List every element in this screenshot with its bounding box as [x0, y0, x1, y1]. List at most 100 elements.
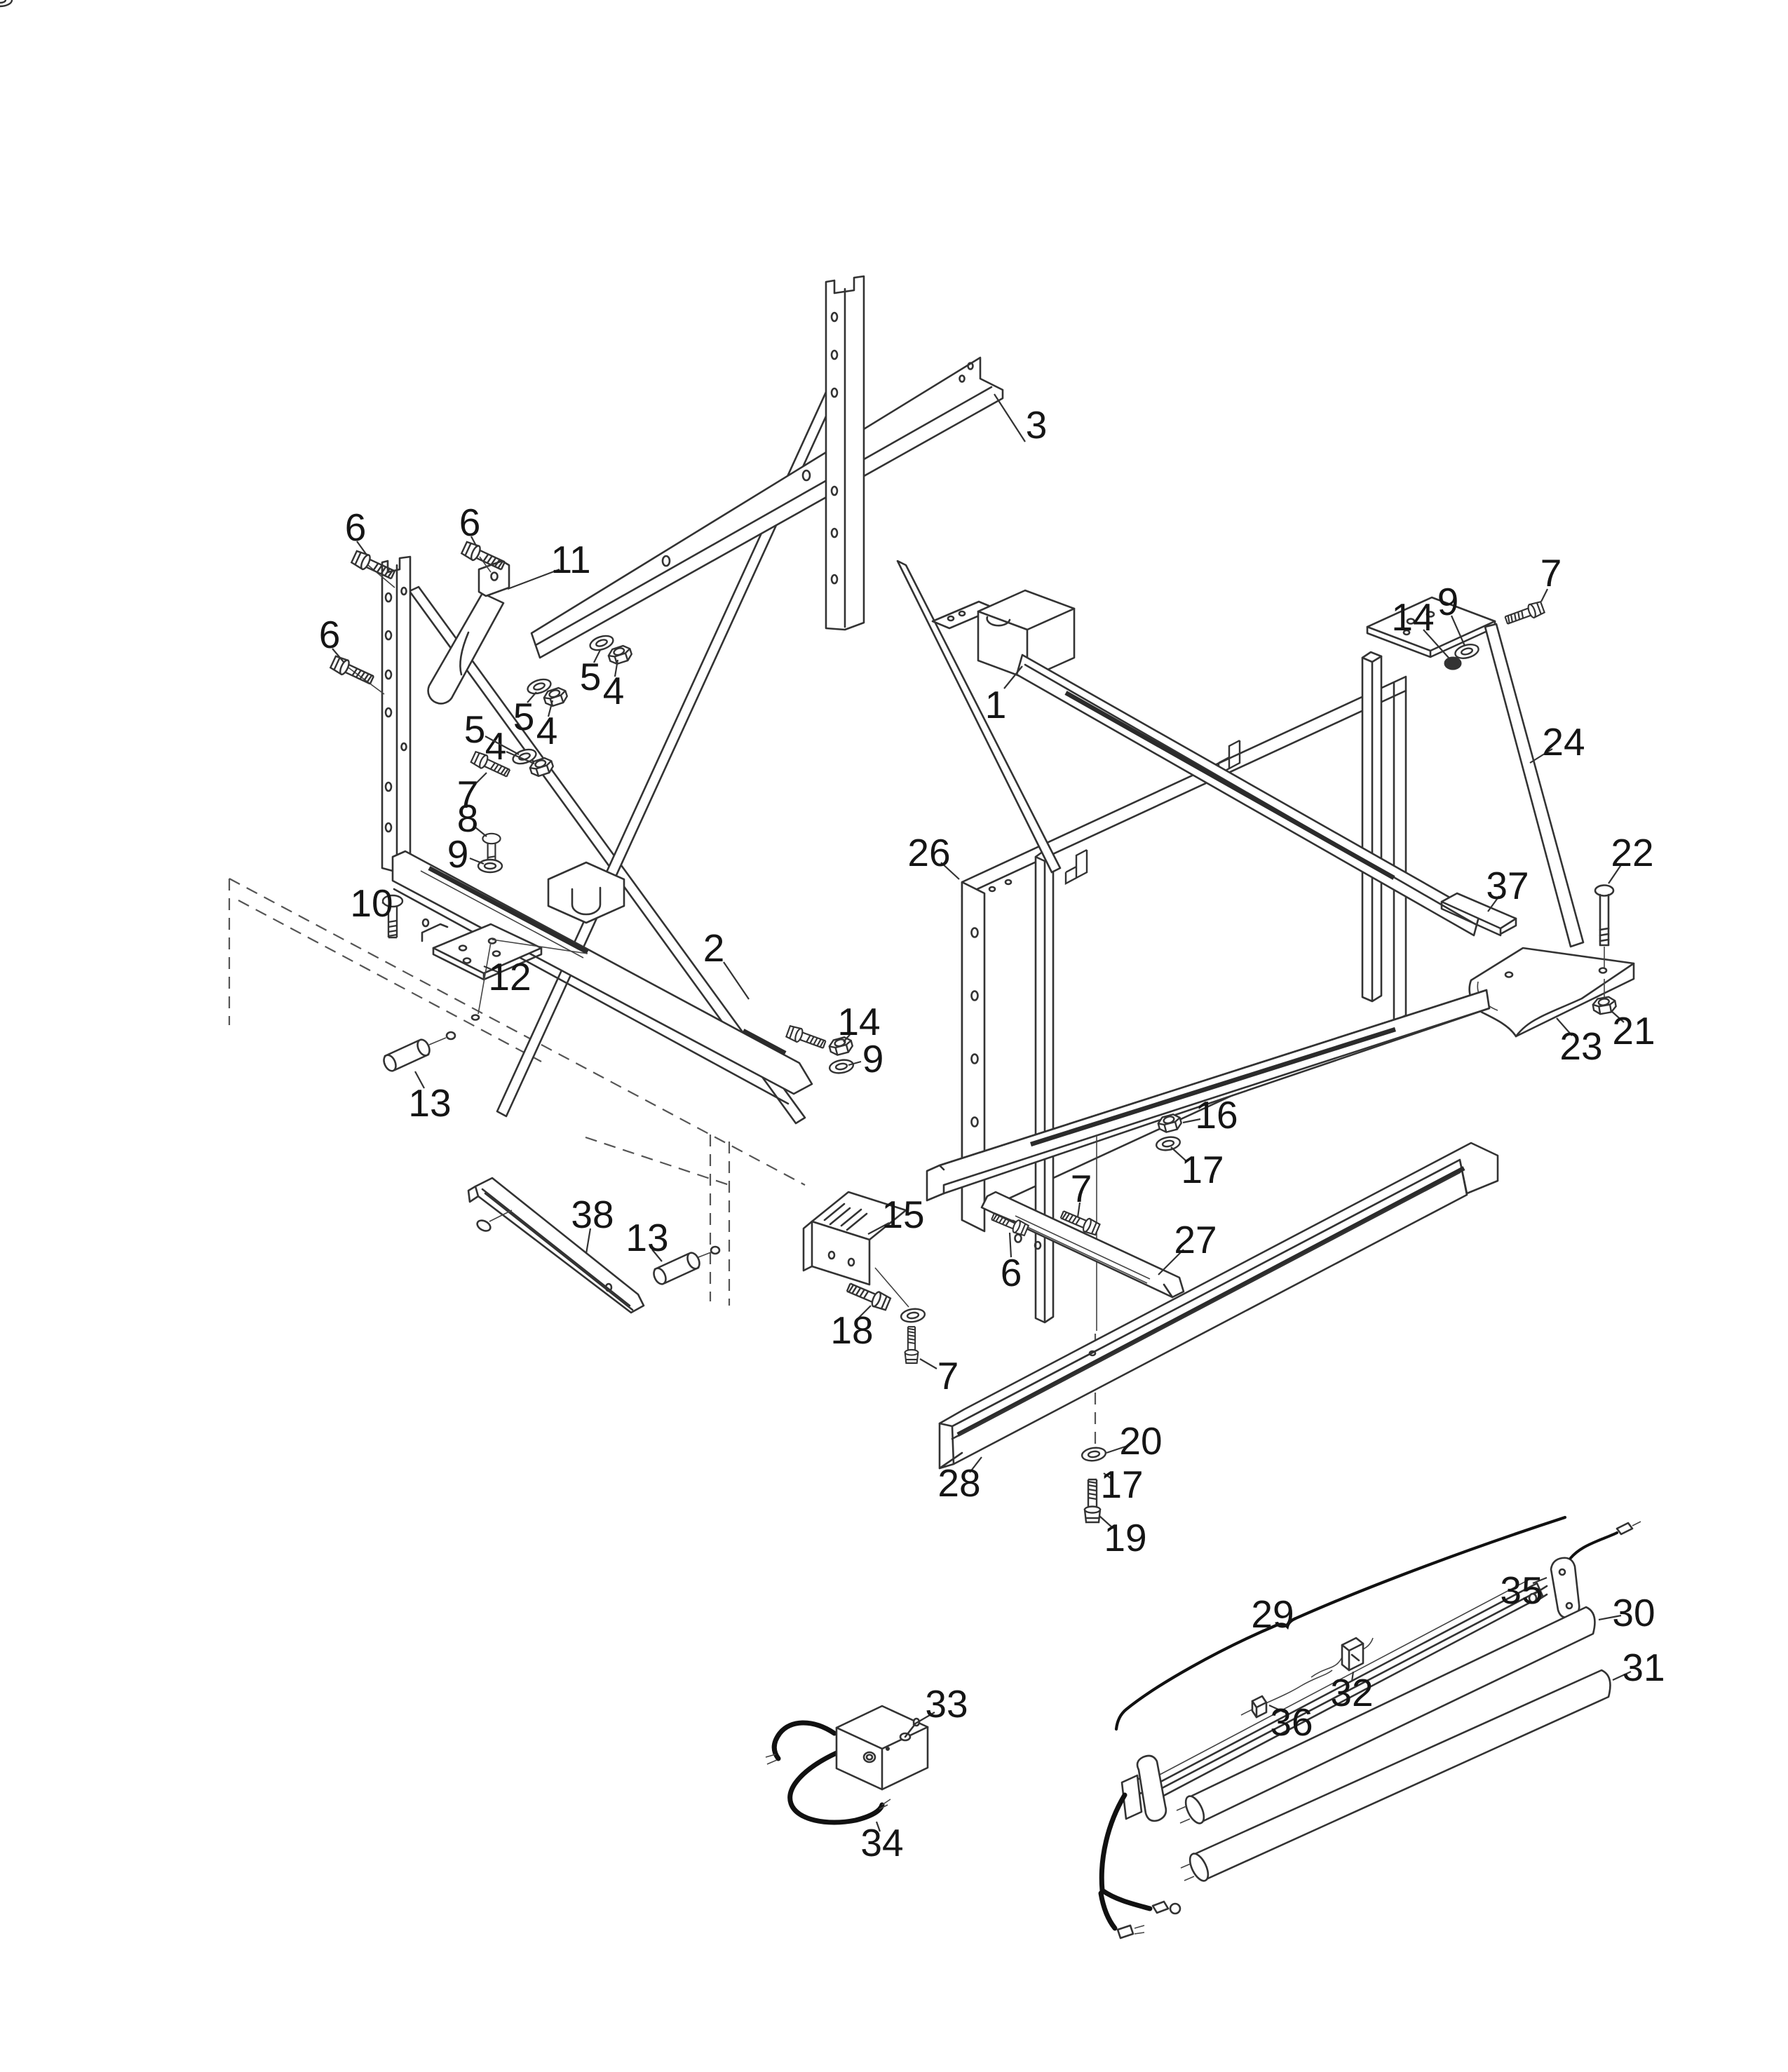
part-label-29: 29: [1251, 1592, 1294, 1636]
leader-line: [1170, 1146, 1187, 1162]
leader-line: [1350, 1671, 1355, 1682]
leader-line: [1556, 1017, 1573, 1036]
part-label-3: 3: [1026, 403, 1048, 447]
part-label-28: 28: [937, 1461, 980, 1505]
part-label-7: 7: [1071, 1167, 1092, 1210]
leader-line: [356, 541, 367, 555]
angle-bracket-15: [802, 1191, 909, 1308]
switch-box-33: [765, 1705, 929, 1825]
hex-bolt-19: [1083, 1478, 1102, 1524]
part-label-20: 20: [1119, 1419, 1162, 1463]
stake-post: [1034, 850, 1055, 1324]
part-label-26: 26: [907, 831, 950, 874]
part-label-22: 22: [1611, 831, 1653, 874]
part-label-6: 6: [459, 501, 481, 544]
washer-9: [827, 1057, 855, 1076]
leader-line: [875, 1821, 881, 1832]
part-label-32: 32: [1330, 1671, 1373, 1714]
center-post: [825, 275, 865, 631]
part-label-12: 12: [488, 955, 531, 998]
bracket-37: [1440, 892, 1517, 937]
leader-line: [919, 1358, 937, 1369]
part-label-15: 15: [881, 1193, 924, 1236]
leader-line: [1487, 895, 1500, 912]
leader-line: [858, 1305, 872, 1319]
washer-20: [1080, 1445, 1108, 1463]
leader-line: [969, 1456, 982, 1473]
part-label-14: 14: [1391, 595, 1434, 639]
left-post: [381, 555, 412, 872]
leader-line: [475, 827, 487, 837]
leader-line: [381, 902, 385, 905]
leader-line: [593, 649, 601, 663]
part-label-19: 19: [1104, 1516, 1146, 1559]
assembly-brace-29: [1114, 1515, 1567, 1731]
part-label-23: 23: [1559, 1024, 1602, 1068]
spade-terminal: [1116, 1924, 1135, 1939]
hex-bolt-6: [350, 548, 398, 583]
leader-line: [507, 568, 560, 590]
a-frame-leg-24: [1484, 623, 1585, 948]
part-label-14: 14: [837, 1000, 880, 1043]
leader-line: [485, 736, 520, 755]
leader-line: [547, 700, 554, 717]
part-label-13: 13: [408, 1081, 451, 1125]
leader-line: [1532, 1576, 1547, 1585]
leader-line: [469, 857, 485, 865]
leader-line: [912, 1712, 935, 1726]
part-label-8: 8: [457, 797, 479, 840]
part-label-6: 6: [345, 506, 367, 549]
leader-line: [332, 648, 344, 663]
part-label-33: 33: [925, 1682, 968, 1726]
right-corner-plate: [1366, 596, 1496, 670]
hex-bolt-7: [904, 1326, 919, 1365]
stake-post: [1361, 651, 1383, 1003]
diagonal-brace: [896, 560, 1062, 874]
indicator-lens: [862, 1751, 876, 1763]
leader-line: [585, 1228, 592, 1254]
leader-line: [848, 1060, 862, 1067]
leader-line: [1529, 748, 1553, 764]
top-cross-beam-3: [530, 356, 1004, 659]
hex-bolt: [785, 1024, 828, 1052]
part-label-21: 21: [1612, 1009, 1655, 1052]
washer-17: [1154, 1134, 1182, 1153]
part-label-9: 9: [447, 832, 469, 876]
leader-line: [414, 1071, 425, 1089]
part-label-31: 31: [1622, 1646, 1665, 1689]
leader-line: [1610, 1010, 1625, 1023]
part-label-1: 1: [985, 683, 1007, 726]
part-label-35: 35: [1500, 1569, 1543, 1612]
light-bar-assembly: [1098, 1515, 1641, 1939]
step-plate-23: [1468, 947, 1635, 1038]
leader-line: [1103, 1472, 1111, 1479]
leader-line: [1450, 615, 1466, 646]
carriage-bolt-22: [1594, 884, 1615, 997]
part-label-17: 17: [1181, 1148, 1224, 1191]
part-label-13: 13: [625, 1216, 668, 1259]
leader-line: [614, 659, 619, 677]
leader-line: [1158, 1249, 1184, 1275]
leader-line: [1540, 588, 1548, 602]
leader-line: [940, 862, 960, 880]
leader-line: [527, 691, 537, 703]
pivot-strut-11: [346, 553, 510, 705]
part-label-36: 36: [1270, 1700, 1313, 1744]
nut-4: [606, 643, 635, 667]
leader-line: [843, 1031, 853, 1043]
part-label-2: 2: [703, 926, 725, 970]
part-label-9: 9: [1437, 580, 1459, 623]
leader-line: [1182, 1118, 1201, 1124]
washer-5: [587, 632, 616, 654]
top-rail-1: [1015, 654, 1481, 937]
part-label-27: 27: [1174, 1218, 1217, 1261]
part-label-5: 5: [513, 695, 535, 738]
bottom-side-rail: [926, 989, 1491, 1202]
leader-line: [1608, 863, 1623, 884]
part-label-16: 16: [1195, 1093, 1238, 1137]
leader-line: [1106, 1444, 1128, 1454]
part-label-7: 7: [937, 1354, 959, 1397]
part-label-38: 38: [571, 1193, 614, 1236]
